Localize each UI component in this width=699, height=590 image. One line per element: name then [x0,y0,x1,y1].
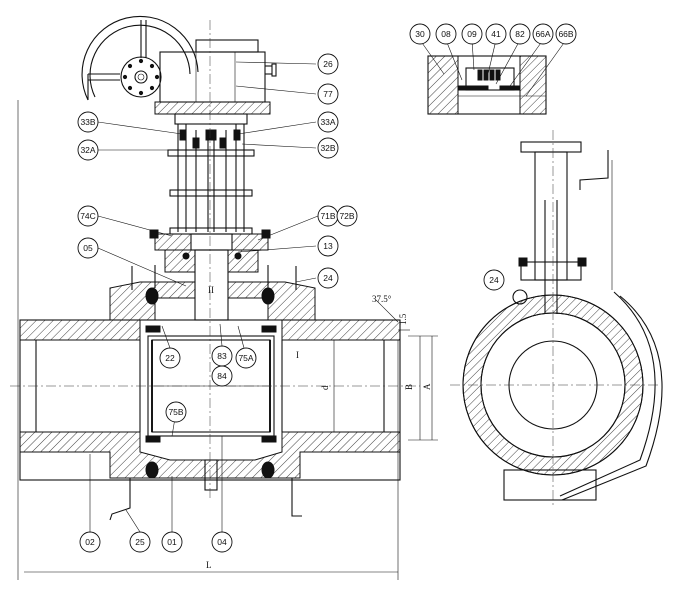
bonnet-flange [149,229,271,321]
callout-84: 84 [211,365,233,387]
callout-01: 01 [161,531,183,553]
callout-24: 24 [317,267,339,289]
callout-26: 26 [317,53,339,75]
callout-41: 41 [485,23,507,45]
svg-text:82: 82 [515,29,525,39]
callout-83: 83 [211,345,233,367]
svg-text:26: 26 [323,59,333,69]
detail-ii-label: II [208,285,214,295]
b-dimension: B [404,384,414,390]
callout-30: 30 [409,23,431,45]
svg-text:33B: 33B [80,117,95,127]
callout-13: 13 [317,235,339,257]
callout-77: 77 [317,83,339,105]
callouts: 26 77 33B 33A 32A 32B 74C 71B 72B 05 13 … [77,23,577,553]
callout-08: 08 [435,23,457,45]
callout-32b: 32B [317,137,339,159]
callout-33b: 33B [77,111,99,133]
callout-32a: 32A [77,139,99,161]
main-section-view: 37.5° 1.5 d B A L I II [10,15,438,580]
leader-lines [89,39,567,533]
callout-25: 25 [129,531,151,553]
svg-text:74C: 74C [80,211,96,221]
svg-text:75B: 75B [168,407,183,417]
length-dimension: L [206,560,212,570]
svg-text:30: 30 [415,29,425,39]
svg-text:66A: 66A [535,29,550,39]
callout-72b: 72B [336,205,358,227]
svg-text:83: 83 [217,351,227,361]
a-dimension: A [422,383,432,390]
svg-text:32B: 32B [320,143,335,153]
svg-text:24: 24 [323,273,333,283]
callout-74c: 74C [77,205,99,227]
callout-75b: 75B [165,401,187,423]
svg-text:02: 02 [85,537,95,547]
side-view [450,130,663,505]
svg-text:25: 25 [135,537,145,547]
svg-text:84: 84 [217,371,227,381]
callout-71b: 71B [317,205,339,227]
callout-09: 09 [461,23,483,45]
svg-text:75A: 75A [238,353,253,363]
gap-dimension: 1.5 [398,313,408,325]
svg-text:24: 24 [489,275,499,285]
svg-text:01: 01 [167,537,177,547]
svg-text:71B: 71B [320,211,335,221]
angle-dimension: 37.5° [372,294,392,304]
handwheel [81,15,199,101]
svg-text:41: 41 [491,29,501,39]
dimension-lines [17,100,438,580]
svg-text:22: 22 [165,353,175,363]
seal-detail-view [427,55,547,115]
support-legs [109,266,302,521]
callout-66b: 66B [555,23,577,45]
callout-24-side: 24 [483,269,505,291]
callout-22: 22 [159,347,181,369]
callout-75a: 75A [235,347,257,369]
callout-33a: 33A [317,111,339,133]
svg-text:77: 77 [323,89,333,99]
svg-text:72B: 72B [339,211,354,221]
svg-text:09: 09 [467,29,477,39]
detail-i-label: I [296,350,299,360]
callout-02: 02 [79,531,101,553]
gearbox [154,39,277,115]
bracket-assembly [167,113,255,235]
seat-packing [145,287,277,479]
svg-text:04: 04 [217,537,227,547]
svg-text:05: 05 [83,243,93,253]
svg-text:66B: 66B [558,29,573,39]
bore-dimension: d [320,385,330,390]
callout-05: 05 [77,237,99,259]
svg-text:13: 13 [323,241,333,251]
svg-text:33A: 33A [320,117,335,127]
svg-text:08: 08 [441,29,451,39]
callout-82: 82 [509,23,531,45]
callout-66a: 66A [532,23,554,45]
svg-text:32A: 32A [80,145,95,155]
callout-04: 04 [211,531,233,553]
